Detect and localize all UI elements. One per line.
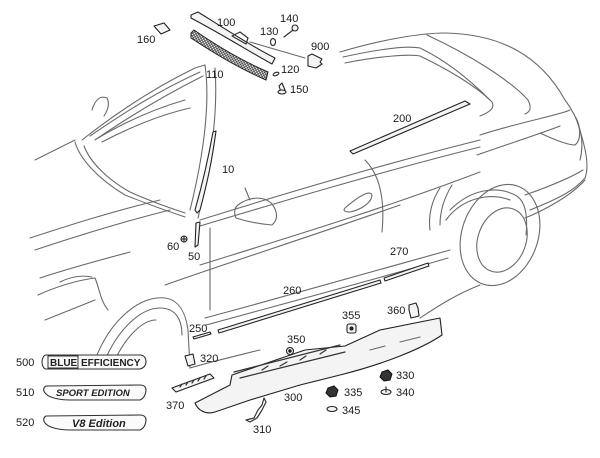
part-330-nut[interactable] — [379, 369, 393, 382]
callout-340[interactable]: 340 — [396, 387, 414, 399]
part-270-rear-moulding[interactable] — [383, 262, 430, 282]
car-body-outline — [29, 32, 588, 369]
badge-500-blue-efficiency[interactable]: BLUE EFFICIENCY — [41, 354, 147, 370]
callout-50[interactable]: 50 — [188, 251, 200, 263]
badge-510-sport-edition[interactable]: SPORT EDITION — [43, 384, 147, 401]
callout-130[interactable]: 130 — [260, 26, 278, 38]
part-110-mesh-strip[interactable] — [190, 29, 269, 81]
callout-900[interactable]: 900 — [311, 41, 329, 53]
badge-500-boxed-text: BLUE — [50, 358, 78, 369]
part-150-fastener[interactable] — [277, 82, 287, 95]
part-260-door-moulding[interactable] — [217, 279, 382, 334]
part-300-side-skirt[interactable] — [194, 317, 443, 414]
part-120-grommet[interactable] — [272, 71, 280, 77]
part-900-connector[interactable] — [307, 53, 323, 69]
part-310-bracket[interactable] — [245, 397, 267, 423]
part-130-washer[interactable] — [269, 37, 277, 47]
part-370-clip-strip[interactable] — [171, 373, 215, 393]
callout-310[interactable]: 310 — [253, 424, 271, 436]
callout-370[interactable]: 370 — [166, 400, 184, 412]
callout-260[interactable]: 260 — [283, 285, 301, 297]
callout-350[interactable]: 350 — [287, 334, 305, 346]
part-345-washer[interactable] — [326, 405, 338, 413]
callout-140[interactable]: 140 — [280, 13, 298, 25]
part-320-clip[interactable] — [184, 353, 196, 367]
callout-360[interactable]: 360 — [387, 305, 405, 317]
part-60-screw[interactable] — [180, 235, 188, 243]
callout-345[interactable]: 345 — [342, 405, 360, 417]
leader-line-900 — [249, 41, 306, 59]
callout-60[interactable]: 60 — [167, 241, 179, 253]
callout-510[interactable]: 510 — [16, 387, 34, 399]
part-140-screw[interactable] — [283, 24, 299, 38]
badge-510-text: SPORT EDITION — [56, 388, 131, 399]
callout-110[interactable]: 110 — [206, 69, 224, 81]
part-10-a-pillar-trim[interactable] — [194, 130, 217, 214]
part-250-front-moulding[interactable] — [192, 331, 212, 340]
callout-520[interactable]: 520 — [16, 417, 34, 429]
callout-300[interactable]: 300 — [284, 392, 302, 404]
callout-335[interactable]: 335 — [344, 387, 362, 399]
callout-150[interactable]: 150 — [290, 84, 308, 96]
part-50-a-pillar-lower-cover[interactable] — [194, 221, 201, 248]
part-340-washer[interactable] — [380, 386, 392, 396]
callout-330[interactable]: 330 — [396, 370, 414, 382]
badge-520-v8-edition[interactable]: V8 Edition — [43, 414, 147, 431]
part-200-rear-window-trim[interactable] — [349, 100, 471, 155]
callout-500[interactable]: 500 — [16, 357, 34, 369]
callout-200[interactable]: 200 — [393, 113, 411, 125]
callout-250[interactable]: 250 — [189, 323, 207, 335]
part-160-clip[interactable] — [153, 22, 171, 35]
callout-10[interactable]: 10 — [222, 164, 234, 176]
part-355-clip[interactable] — [346, 323, 357, 334]
callout-320[interactable]: 320 — [200, 353, 218, 365]
part-360-end-cap[interactable] — [408, 302, 420, 319]
part-100-windshield-upper-trim[interactable] — [190, 11, 276, 65]
badge-500-text: EFFICIENCY — [81, 358, 141, 369]
callout-355[interactable]: 355 — [342, 310, 360, 322]
part-335-nut[interactable] — [325, 385, 339, 398]
callout-160[interactable]: 160 — [137, 34, 155, 46]
callout-100[interactable]: 100 — [217, 17, 235, 29]
part-350-clip[interactable] — [285, 346, 295, 356]
callout-270[interactable]: 270 — [390, 246, 408, 258]
callout-120[interactable]: 120 — [281, 64, 299, 76]
badge-520-text: V8 Edition — [72, 418, 126, 430]
